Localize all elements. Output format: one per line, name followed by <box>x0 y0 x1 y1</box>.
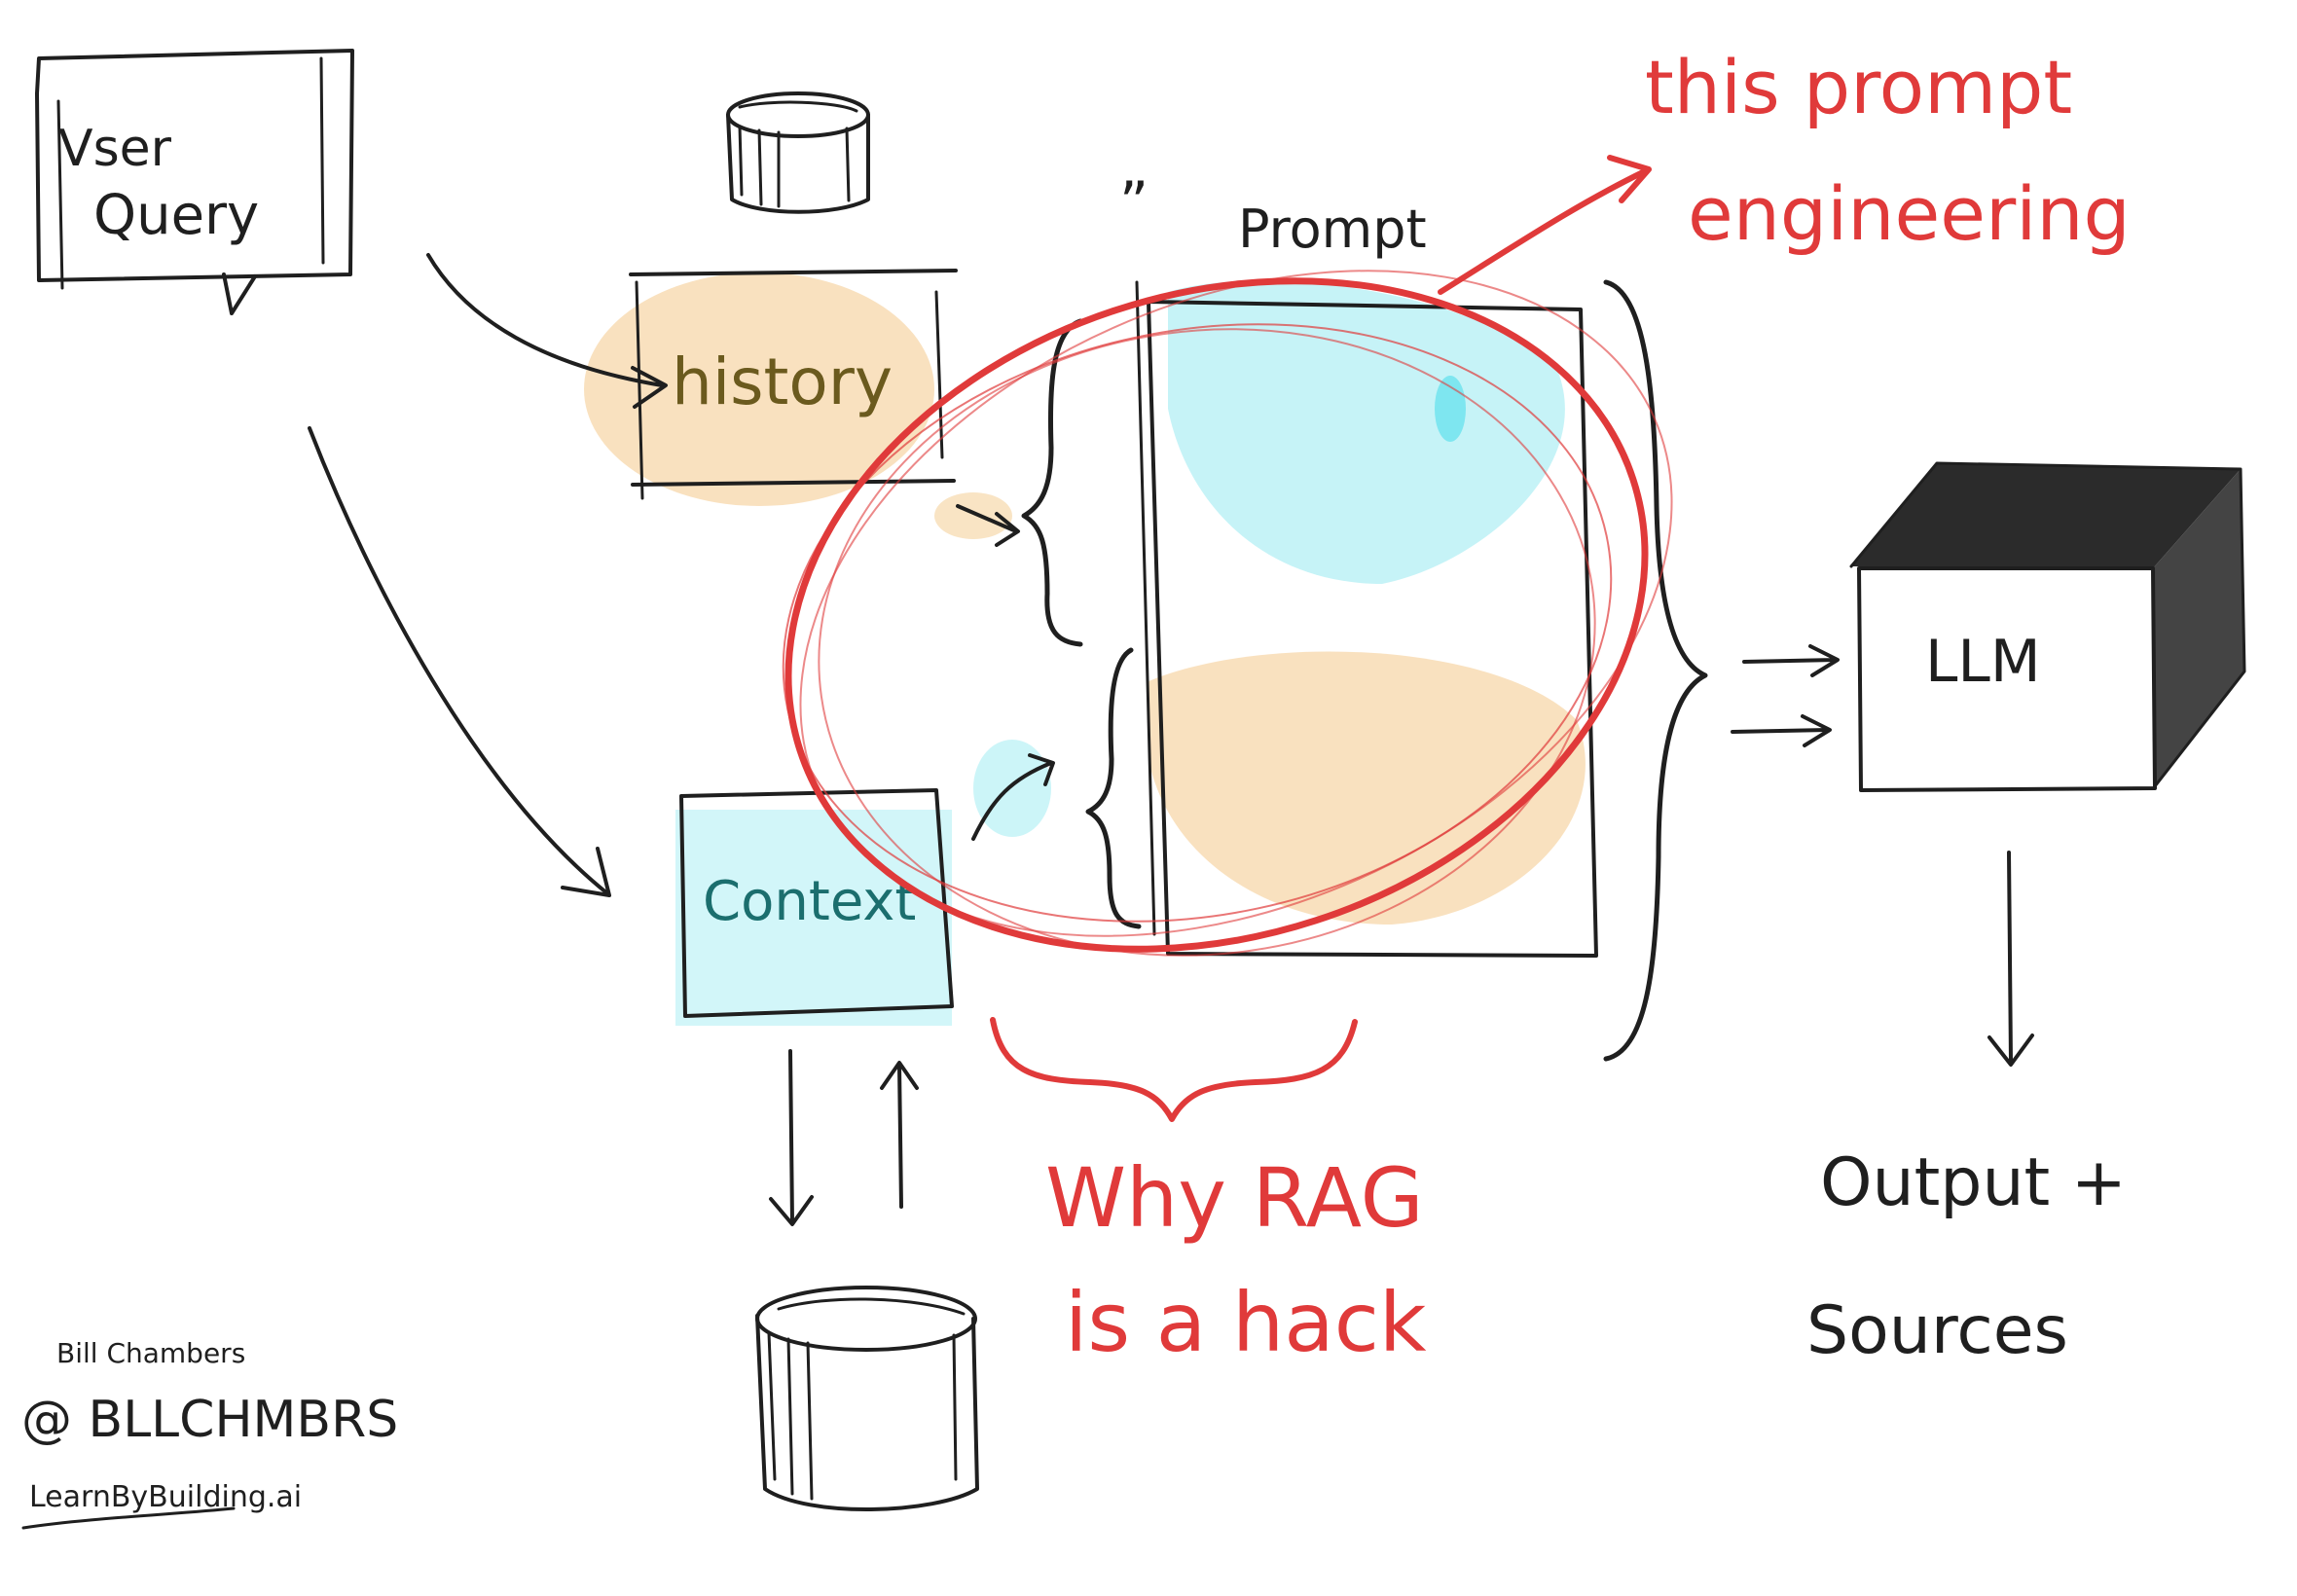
user-query-box: Vser Query <box>35 49 354 315</box>
red-annotations: this prompt engineering Why RAG is a hac… <box>782 44 2131 1370</box>
history-box: history <box>584 269 1012 539</box>
prompt-quote: ” <box>1119 169 1148 236</box>
red-top-line1: this prompt <box>1645 44 2072 130</box>
red-top-line2: engineering <box>1688 170 2131 257</box>
red-bottom-line2: is a hack <box>1065 1275 1427 1370</box>
llm-cube: LLM <box>1849 461 2246 792</box>
credit-name: Bill Chambers <box>56 1337 245 1369</box>
flow-arrows <box>308 253 2034 1226</box>
credit-handle: @ BLLCHMBRS <box>21 1391 398 1449</box>
prompt-label: Prompt <box>1238 199 1427 260</box>
author-credits: Bill Chambers @ BLLCHMBRS LearnByBuildin… <box>21 1337 398 1530</box>
output-block: Output + Sources <box>1806 1144 2127 1369</box>
red-bottom-line1: Why RAG <box>1045 1150 1424 1246</box>
output-line1: Output + <box>1820 1144 2127 1221</box>
user-query-line1: Vser <box>58 120 172 178</box>
history-label: history <box>672 345 893 419</box>
credit-site: LearnByBuilding.ai <box>29 1480 302 1514</box>
context-database-icon <box>755 1286 979 1511</box>
output-line2: Sources <box>1806 1292 2068 1369</box>
user-query-line2: Query <box>93 184 259 247</box>
prompt-section-braces <box>1021 318 1142 929</box>
context-label: Context <box>703 870 916 933</box>
history-database-icon <box>726 91 870 214</box>
prompt-outer-brace <box>1603 279 1708 1062</box>
context-box: Context <box>675 740 1051 1026</box>
prompt-box: ” Prompt <box>1119 169 1598 958</box>
llm-label: LLM <box>1925 628 2041 696</box>
